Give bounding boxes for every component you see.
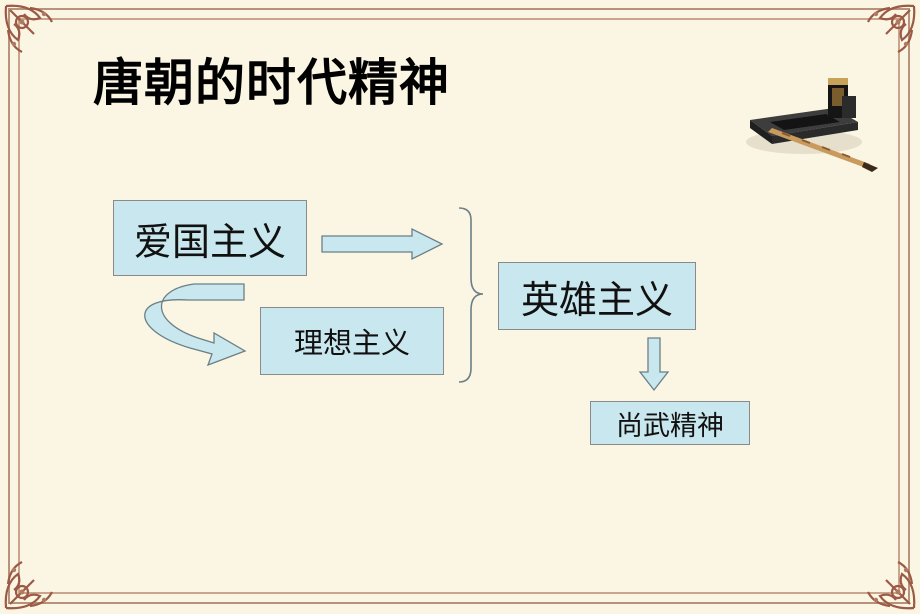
corner-ornament-icon <box>867 4 916 53</box>
node-heroism: 英雄主义 <box>498 262 696 330</box>
inkstone-brush-icon <box>746 78 878 172</box>
page-title: 唐朝的时代精神 <box>93 54 450 112</box>
frame-inner-border <box>18 18 900 594</box>
curved-arrow-icon <box>144 283 247 367</box>
corner-ornament-icon <box>4 561 53 610</box>
down-arrow-icon <box>638 337 670 392</box>
brace-icon <box>458 207 484 383</box>
node-patriotism: 爱国主义 <box>113 200 307 276</box>
node-idealism: 理想主义 <box>260 307 444 375</box>
corner-ornament-icon <box>4 4 53 53</box>
corner-ornament-icon <box>867 561 916 610</box>
node-martial-spirit: 尚武精神 <box>590 401 750 445</box>
right-arrow-icon <box>321 227 444 261</box>
frame-outer-border <box>8 8 910 604</box>
